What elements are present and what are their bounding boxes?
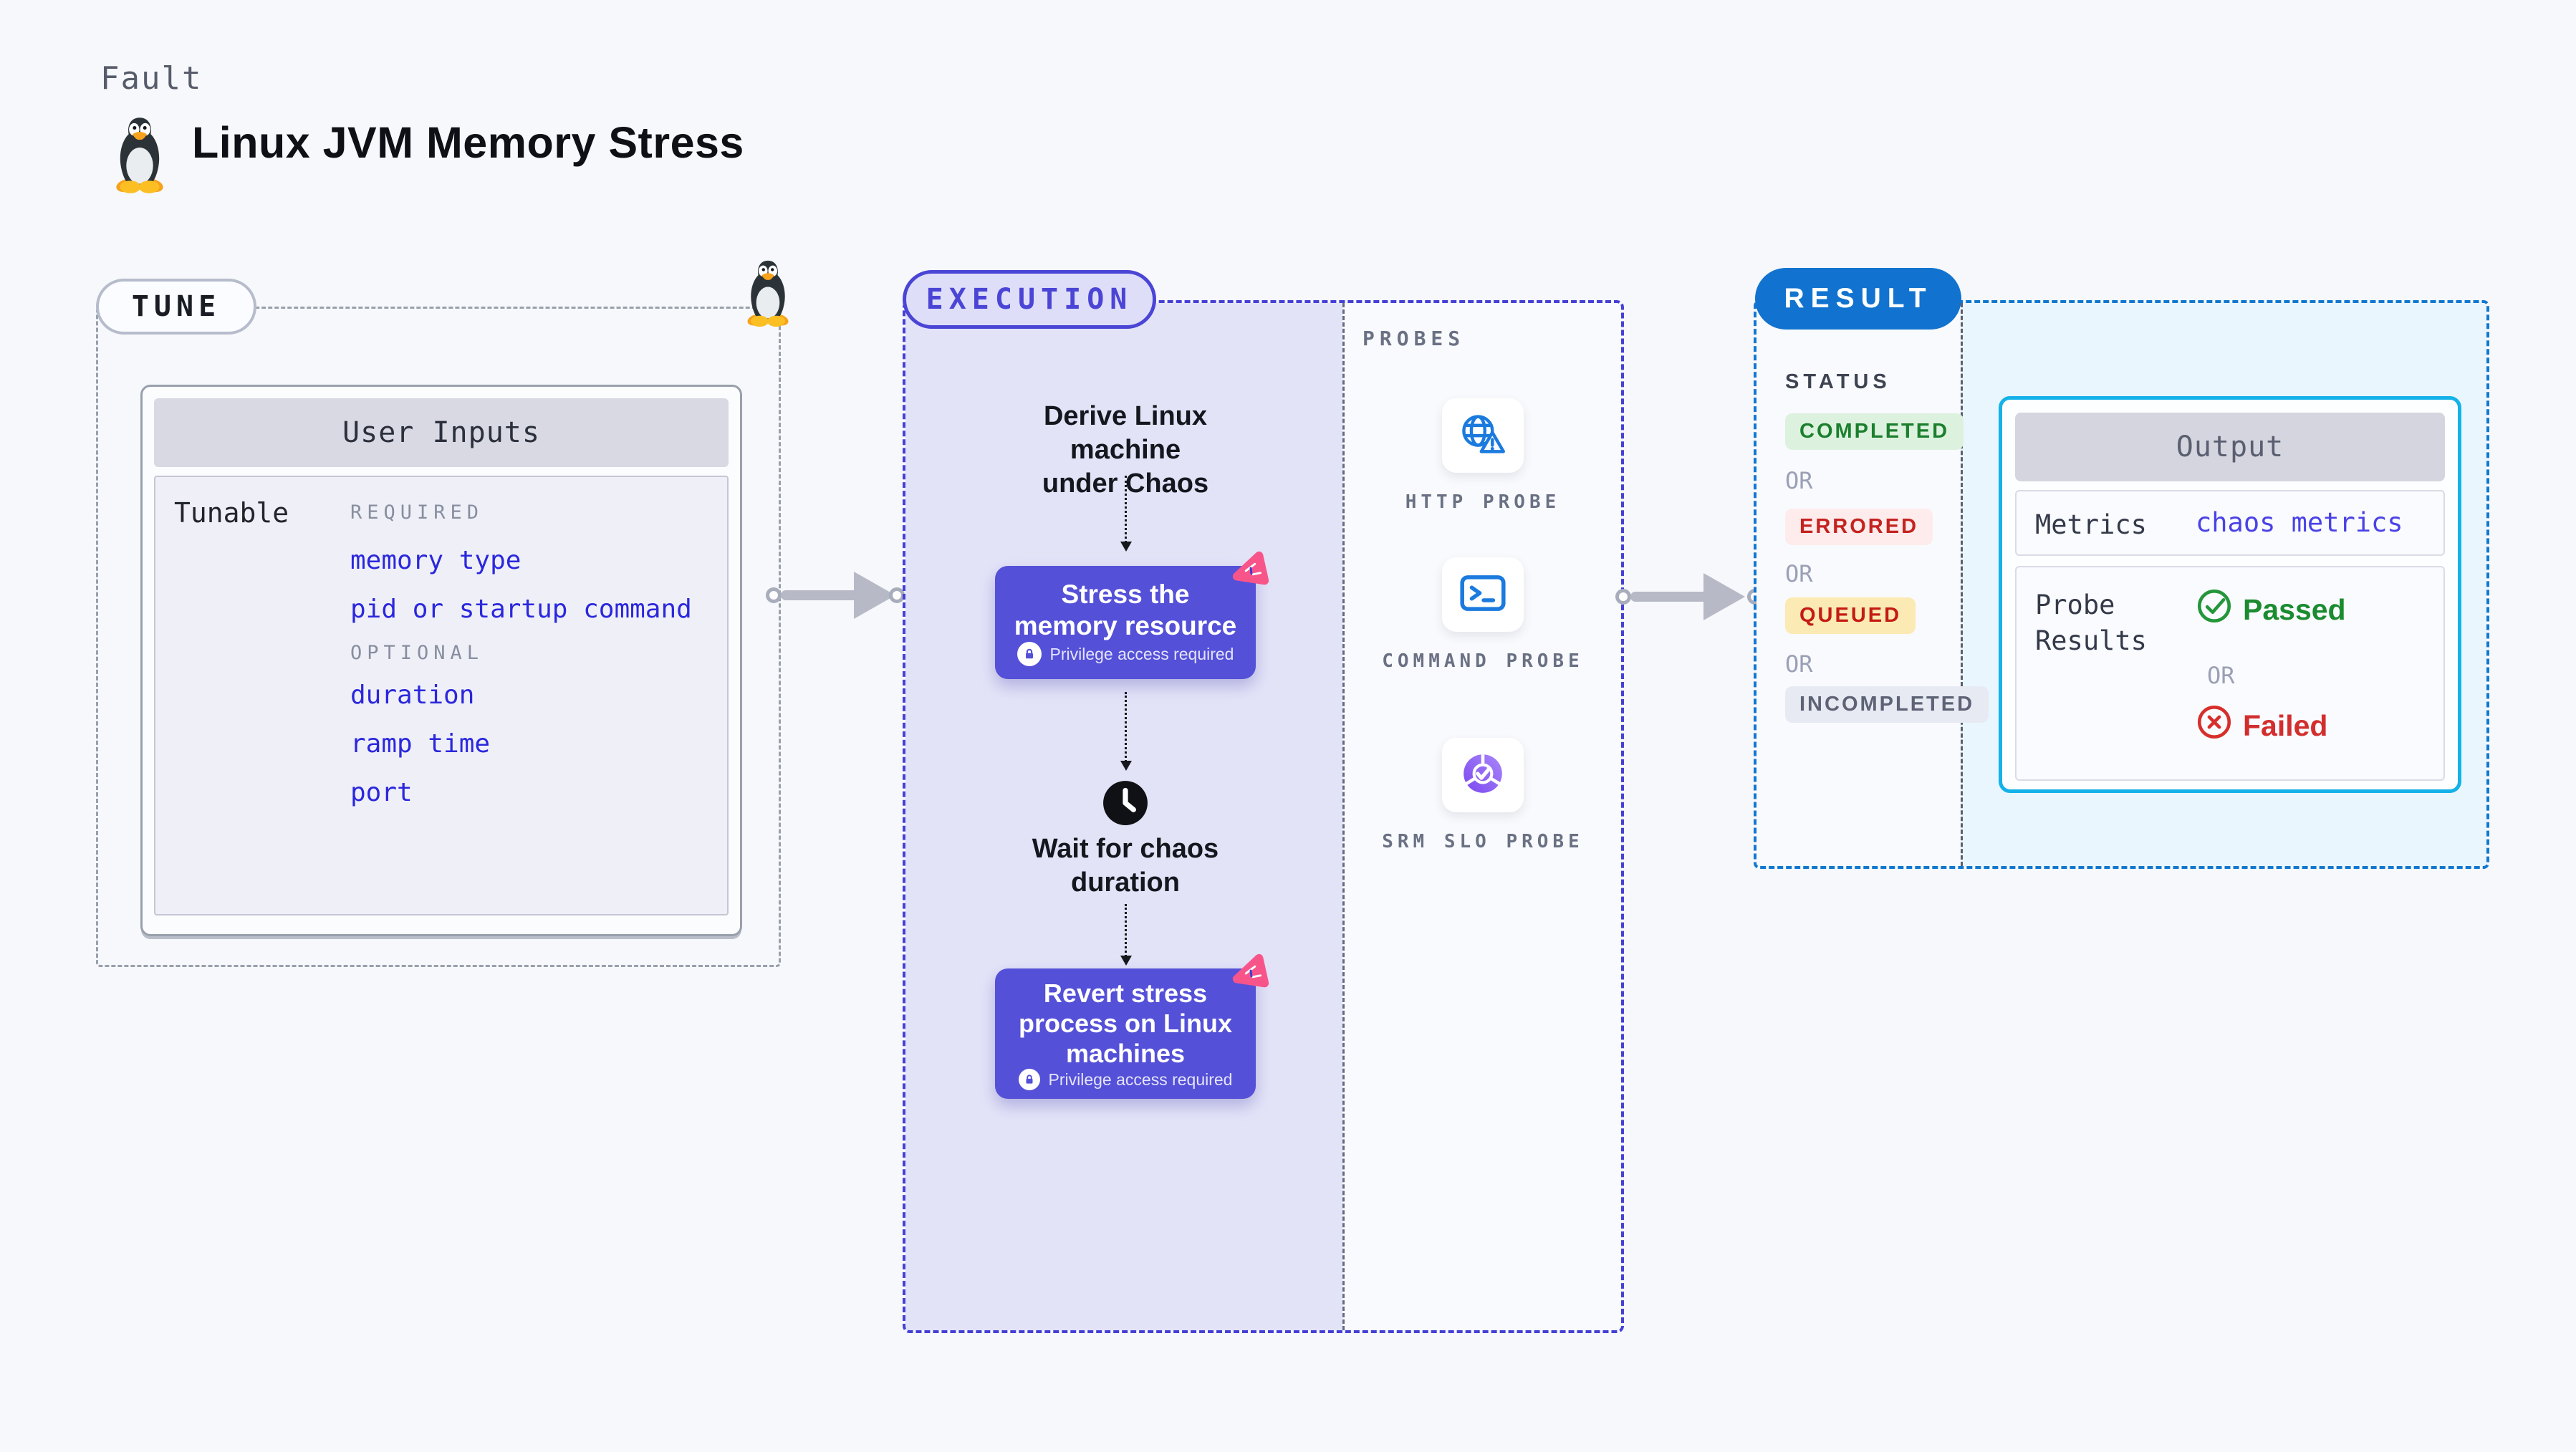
privilege-row: Privilege access required [995, 642, 1256, 666]
required-group-label: REQUIRED [350, 501, 484, 524]
command-probe-card [1442, 557, 1524, 632]
check-circle-icon [2197, 589, 2231, 630]
lock-icon [1018, 1069, 1040, 1090]
page-title: Linux JVM Memory Stress [192, 118, 744, 167]
chaos-icon [1230, 951, 1272, 993]
command-probe-label: COMMAND PROBE [1382, 650, 1584, 672]
connector-line [1630, 592, 1708, 602]
privilege-row: Privilege access required [995, 1069, 1256, 1090]
optional-group-label: OPTIONAL [350, 642, 484, 664]
stress-memory-node: Stress the memory resource Privilege acc… [995, 551, 1269, 679]
probe-results-label: Probe Results [2035, 590, 2147, 656]
status-badge-incompleted: INCOMPLETED [1785, 686, 1989, 723]
srm-slo-probe-label: SRM SLO PROBE [1382, 831, 1584, 852]
http-probe-card [1442, 398, 1524, 473]
passed-label: Passed [2243, 592, 2346, 626]
chaos-icon [1230, 549, 1272, 590]
status-badge-queued: QUEUED [1785, 597, 1916, 634]
output-header: Output [2015, 413, 2445, 481]
or-separator: OR [2207, 662, 2235, 689]
probes-column-label: PROBES [1363, 327, 1466, 350]
metrics-label: Metrics [2035, 509, 2147, 540]
output-card: Output Metrics chaos metrics Probe Resul… [1999, 396, 2461, 793]
linux-tux-icon [111, 116, 168, 198]
chaos-metrics-link[interactable]: chaos metrics [2196, 507, 2403, 538]
http-probe-label: HTTP PROBE [1405, 491, 1561, 513]
connector-arrowhead [854, 572, 895, 619]
status-badge-errored: ERRORED [1785, 509, 1933, 545]
failed-label: Failed [2243, 708, 2328, 742]
connector-arrowhead [1703, 573, 1745, 620]
tune-section-pill: TUNE [96, 279, 256, 335]
x-circle-icon [2197, 705, 2231, 746]
revert-stress-node: Revert stress process on Linux machines … [995, 953, 1269, 1099]
status-badge-completed: COMPLETED [1785, 413, 1964, 450]
srm-slo-probe-card [1442, 738, 1524, 812]
terminal-icon [1457, 571, 1509, 619]
input-link-memory-type[interactable]: memory type [350, 546, 522, 575]
tune-section-box [96, 307, 781, 967]
or-separator: OR [1785, 650, 1813, 678]
or-separator: OR [1785, 560, 1813, 587]
input-link-ramp-time[interactable]: ramp time [350, 729, 491, 759]
input-link-port[interactable]: port [350, 778, 413, 807]
revert-node-title: Revert stress process on Linux machines [1018, 979, 1233, 1068]
probe-results-row: Probe Results Passed OR [2015, 566, 2445, 781]
connector-start-dot [1615, 589, 1631, 605]
or-separator: OR [1785, 467, 1813, 494]
user-inputs-body: Tunable REQUIRED memory type pid or star… [154, 476, 729, 915]
lock-icon [1017, 642, 1042, 666]
privilege-label: Privilege access required [1048, 1069, 1233, 1089]
slo-pie-check-icon [1459, 750, 1506, 801]
probes-area-background [1342, 303, 1621, 1330]
globe-alert-icon [1457, 412, 1509, 460]
derive-machine-label: Derive Linux machine under Chaos [1042, 401, 1209, 499]
stress-node-title: Stress the memory resource [1014, 580, 1237, 640]
connector-line [781, 590, 858, 600]
input-link-duration[interactable]: duration [350, 681, 475, 710]
status-area-background [1756, 303, 1961, 866]
probe-result-passed: Passed [2197, 589, 2346, 630]
wait-duration-label: Wait for chaos duration [1032, 834, 1219, 898]
flow-arrow-2 [1120, 692, 1132, 771]
metrics-row: Metrics chaos metrics [2015, 490, 2445, 556]
user-inputs-card: User Inputs Tunable REQUIRED memory type… [140, 385, 742, 936]
execution-section-pill: EXECUTION [903, 270, 1156, 329]
execution-section-box [903, 300, 1624, 1333]
fault-kind-label: Fault [100, 60, 203, 97]
user-inputs-header: User Inputs [154, 398, 729, 467]
privilege-label: Privilege access required [1049, 644, 1234, 663]
clock-icon [1102, 779, 1149, 830]
tunable-row-label: Tunable [174, 497, 289, 529]
status-column-label: STATUS [1785, 370, 1891, 393]
flow-arrow-3 [1120, 904, 1132, 966]
input-link-pid-or-startup-command[interactable]: pid or startup command [350, 595, 692, 624]
probe-result-failed: Failed [2197, 705, 2327, 746]
connector-start-dot [766, 587, 782, 603]
linux-tux-small-icon [745, 259, 791, 332]
result-section-box [1754, 300, 2489, 869]
result-section-pill: RESULT [1755, 268, 1961, 330]
flow-arrow-1 [1120, 476, 1132, 552]
